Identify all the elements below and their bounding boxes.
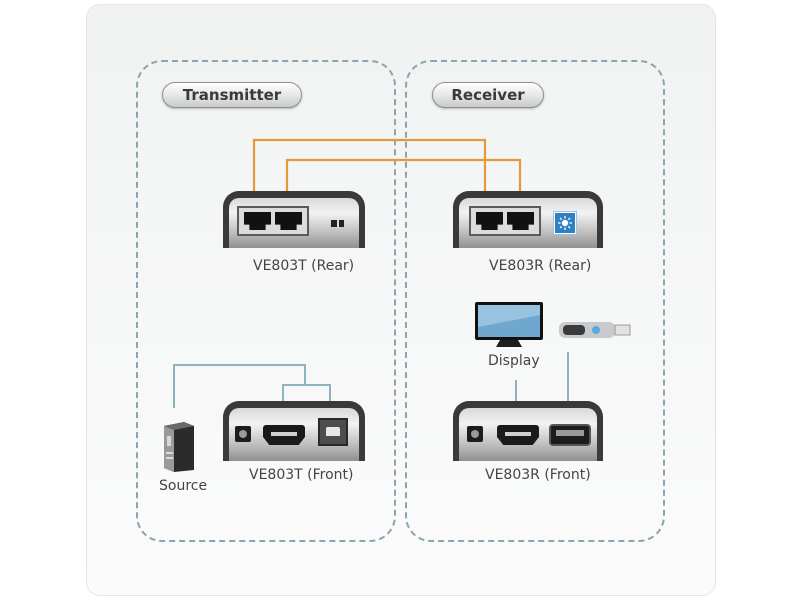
ve803r-rear-device [453,191,603,248]
ve803t-rear-label: VE803T (Rear) [253,258,355,274]
rj45-port-group [469,206,541,236]
hdmi-port [263,425,305,445]
usb-flash-drive-icon [558,320,632,340]
usb-a-port [549,424,591,446]
usb-b-port [318,418,348,446]
rj45-port [507,212,534,230]
monitor-icon [474,301,546,349]
ve803t-front-label: VE803T (Front) [249,467,354,483]
cat-cable-1 [252,138,487,196]
transmitter-panel [136,60,396,542]
dc-power-port [467,426,483,442]
ve803r-rear-label: VE803R (Rear) [489,258,592,274]
hdmi-port [497,425,539,445]
rj45-port-group [237,206,309,236]
ve803r-front-label: VE803R (Front) [485,467,591,483]
ve803r-front-device [453,401,603,461]
ve803t-front-device [223,401,365,461]
receiver-panel [405,60,665,542]
cat-cable-2 [285,158,522,196]
sun-badge-icon [554,212,576,234]
ve803t-rear-device [223,191,365,248]
transmitter-title: Transmitter [162,82,302,108]
dc-power-port [235,426,251,442]
receiver-title: Receiver [432,82,544,108]
cat-cables [252,138,522,196]
rj45-port [476,212,503,230]
display-label: Display [488,353,540,369]
pc-tower-icon [162,420,196,472]
rj45-port [275,212,302,230]
rj45-port [244,212,271,230]
source-cable [173,364,306,408]
switch-icon [331,220,344,227]
tx-split-cable [282,384,331,408]
source-label: Source [159,478,208,494]
